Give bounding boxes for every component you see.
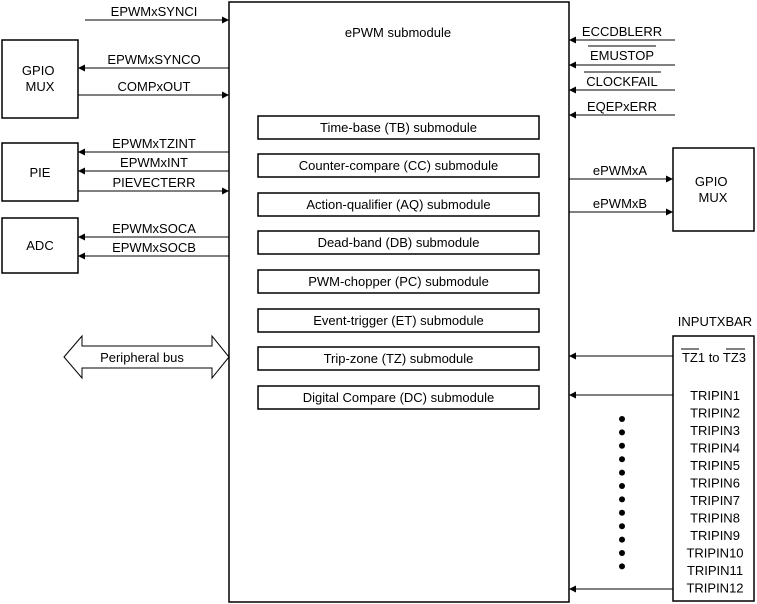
submodule-label-dc: Digital Compare (DC) submodule	[303, 390, 494, 405]
synco-label: EPWMxSYNCO	[107, 52, 200, 67]
eqepxerr-label: EQEPxERR	[587, 99, 657, 114]
tripin-label-12: TRIPIN12	[686, 581, 743, 596]
ellipsis-dot	[619, 496, 625, 503]
tzint-label: EPWMxTZINT	[112, 136, 196, 151]
tripin-list: TRIPIN1TRIPIN2TRIPIN3TRIPIN4TRIPIN5TRIPI…	[686, 388, 743, 596]
synci-label: EPWMxSYNCI	[111, 4, 198, 19]
ellipsis-dot	[619, 469, 625, 476]
ellipsis-dot	[619, 416, 625, 422]
left-gpio-mux-box	[1, 39, 79, 119]
socb-label: EPWMxSOCB	[112, 240, 196, 255]
submodule-label-tz: Trip-zone (TZ) submodule	[324, 351, 474, 366]
tz-to-label: to	[709, 350, 720, 365]
tripin-label-6: TRIPIN6	[690, 476, 740, 491]
ellipsis-dot	[619, 429, 625, 436]
int-label: EPWMxINT	[120, 155, 188, 170]
compxout-label: COMPxOUT	[118, 79, 191, 94]
submodule-label-pc: PWM-chopper (PC) submodule	[308, 274, 489, 289]
right-gpio-mux-line2: MUX	[699, 190, 728, 205]
left-gpio-mux-line2: MUX	[26, 79, 55, 94]
tripin-label-7: TRIPIN7	[690, 493, 740, 508]
clockfail-label: CLOCKFAIL	[586, 74, 658, 89]
submodule-label-db: Dead-band (DB) submodule	[318, 235, 480, 250]
peripheral-bus-label: Peripheral bus	[100, 350, 184, 365]
tripin-label-8: TRIPIN8	[690, 511, 740, 526]
peripheral-bus-arrow	[63, 334, 230, 380]
ellipsis-dot	[619, 442, 625, 449]
epwm-main-box	[228, 1, 570, 603]
tripin-label-11: TRIPIN11	[687, 563, 743, 578]
epwm-title: ePWM submodule	[345, 25, 451, 40]
ellipsis-dots	[619, 416, 625, 570]
submodule-box-tb	[257, 115, 540, 140]
tz-first-label: TZ1	[682, 350, 705, 365]
tripin-label-1: TRIPIN1	[690, 388, 740, 403]
epwmxb-label: ePWMxB	[593, 196, 647, 211]
tz-range-label: TZ1 to TZ3	[682, 350, 746, 365]
tripin-label-9: TRIPIN9	[690, 528, 740, 543]
left-gpio-mux-label: GPIO MUX	[22, 63, 58, 94]
tz-last-label: TZ3	[723, 350, 746, 365]
tripin-label-3: TRIPIN3	[690, 423, 740, 438]
adc-label: ADC	[26, 238, 53, 253]
inputxbar-box	[672, 335, 755, 602]
pie-label: PIE	[30, 165, 51, 180]
submodule-box-et	[257, 308, 540, 333]
submodule-box-pc	[257, 269, 540, 294]
tripin-label-10: TRIPIN10	[686, 546, 743, 561]
ellipsis-dot	[619, 523, 625, 530]
emustop-label: EMUSTOP	[590, 48, 654, 63]
ellipsis-dot	[619, 456, 625, 463]
submodule-box-tz	[257, 346, 540, 371]
eccdblerr-label: ECCDBLERR	[582, 24, 662, 39]
submodule-box-db	[257, 230, 540, 255]
submodule-box-aq	[257, 192, 540, 217]
pie-box	[1, 142, 79, 202]
right-gpio-mux-box	[672, 147, 755, 232]
epwmxa-label: ePWMxA	[593, 163, 648, 178]
adc-box	[1, 217, 79, 274]
ellipsis-dot	[619, 550, 625, 556]
ellipsis-dot	[619, 563, 625, 570]
ellipsis-dot	[619, 509, 625, 516]
submodule-label-aq: Action-qualifier (AQ) submodule	[306, 197, 490, 212]
submodule-label-tb: Time-base (TB) submodule	[320, 120, 477, 135]
tripin-label-5: TRIPIN5	[690, 458, 740, 473]
right-gpio-mux-label: GPIO MUX	[695, 174, 731, 205]
submodule-label-cc: Counter-compare (CC) submodule	[299, 158, 498, 173]
tripin-label-4: TRIPIN4	[690, 441, 740, 456]
right-gpio-mux-line1: GPIO	[695, 174, 728, 189]
tripin-label-2: TRIPIN2	[690, 406, 740, 421]
submodule-list: Time-base (TB) submodule Counter-compare…	[257, 115, 540, 410]
ellipsis-dot	[619, 536, 625, 543]
submodule-label-et: Event-trigger (ET) submodule	[313, 313, 484, 328]
submodule-box-cc	[257, 153, 540, 178]
soca-label: EPWMxSOCA	[112, 221, 196, 236]
ellipsis-dot	[619, 483, 625, 489]
inputxbar-title: INPUTXBAR	[678, 314, 752, 329]
pievecterr-label: PIEVECTERR	[112, 175, 195, 190]
submodule-box-dc	[257, 385, 540, 410]
right-inputs: ECCDBLERR EMUSTOP CLOCKFAIL EQEPxERR	[569, 24, 675, 119]
left-gpio-mux-line1: GPIO	[22, 63, 55, 78]
left-signals: EPWMxSYNCI EPWMxSYNCO COMPxOUT EPWMxTZIN…	[78, 4, 229, 260]
